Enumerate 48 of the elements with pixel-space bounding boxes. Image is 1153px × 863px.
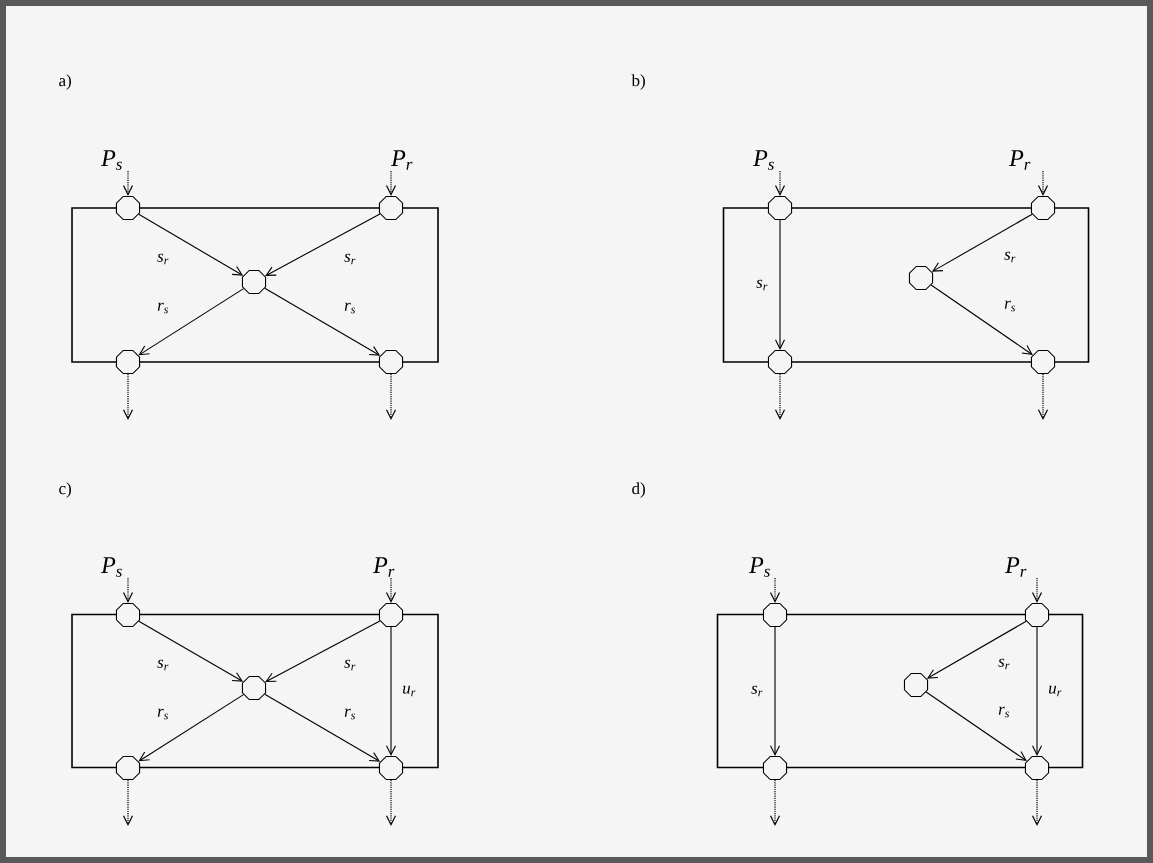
port-label: P$_{r}$ xyxy=(373,557,395,577)
port-label: P$_{r}$ xyxy=(391,150,413,170)
port-label: P$_{r}$ xyxy=(1009,150,1031,170)
arrow xyxy=(138,288,245,356)
arrow xyxy=(385,577,397,603)
port-label: P$_{s}$ xyxy=(101,557,122,577)
system-box xyxy=(722,207,1090,363)
port-label: P$_{r}$ xyxy=(1005,557,1027,577)
panel-label: b) xyxy=(631,74,645,90)
arrow xyxy=(1031,779,1043,826)
system-box xyxy=(71,613,439,769)
system-box xyxy=(71,207,439,363)
port-label: P$_{s}$ xyxy=(101,150,122,170)
arrow xyxy=(1031,626,1043,756)
arrow xyxy=(925,691,1027,762)
arrow xyxy=(1037,373,1049,420)
arrow xyxy=(930,284,1033,356)
panel-label: a) xyxy=(59,74,71,90)
arrow xyxy=(122,577,134,603)
arrow xyxy=(265,620,381,683)
arrow xyxy=(265,213,381,276)
arrow xyxy=(931,213,1033,272)
arrow xyxy=(385,626,397,756)
arrow xyxy=(122,779,134,826)
arrow xyxy=(774,373,786,420)
arrow xyxy=(926,620,1027,679)
arrow xyxy=(1037,170,1049,196)
arrow xyxy=(769,779,781,826)
arrow xyxy=(769,626,781,756)
panel-label: d) xyxy=(632,482,645,498)
arrow xyxy=(122,170,134,196)
panel-label: c) xyxy=(59,482,71,498)
arrow xyxy=(264,693,381,762)
arrow xyxy=(138,213,244,276)
arrow xyxy=(138,620,244,682)
arrow xyxy=(385,170,397,196)
arrow xyxy=(774,170,786,196)
system-box xyxy=(716,613,1084,769)
port-label: P$_{s}$ xyxy=(749,557,770,577)
port-label: P$_{s}$ xyxy=(753,150,774,170)
arrow xyxy=(385,779,397,826)
arrow xyxy=(774,219,786,350)
arrow xyxy=(138,694,245,762)
arrow xyxy=(385,373,397,420)
arrow xyxy=(769,577,781,603)
arrow xyxy=(1031,577,1043,603)
arrow xyxy=(264,287,381,356)
arrow xyxy=(122,373,134,420)
